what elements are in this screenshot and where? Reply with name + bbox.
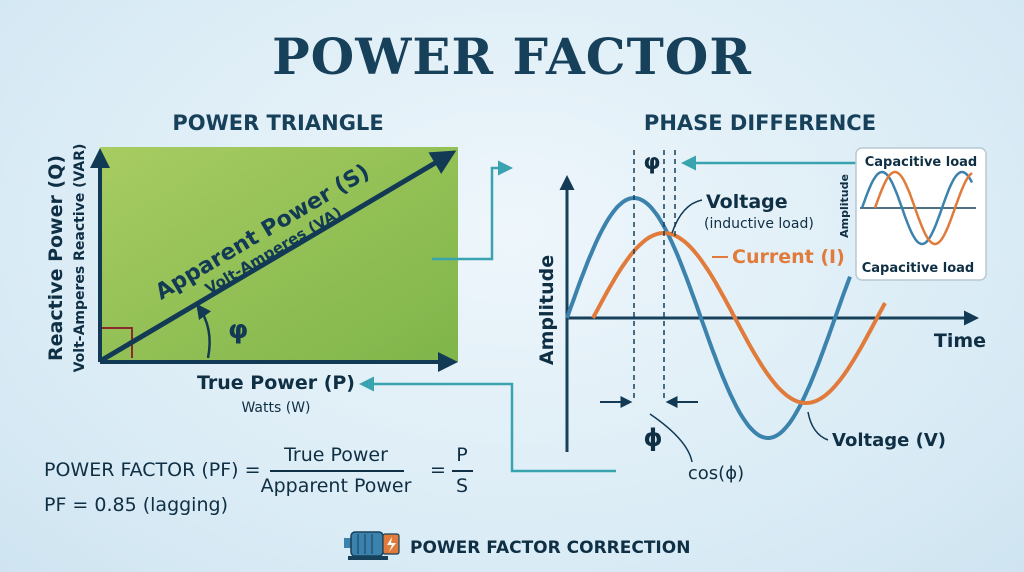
formula-s: S <box>456 475 468 497</box>
reactive-power-unit: Volt-Amperes Reactive (VAR) <box>72 144 88 373</box>
true-power-label: True Power (P) <box>197 372 355 394</box>
phase-x-axis-label: Time <box>934 330 986 352</box>
formula-numerator: True Power <box>283 444 388 466</box>
connector-triangle-to-phase <box>432 160 513 261</box>
formula-lhs: POWER FACTOR (PF) = <box>44 459 261 481</box>
capacitive-inset: Capacitive load Amplitude Capacitive loa… <box>838 147 987 281</box>
formula-equals: = <box>430 459 446 481</box>
cos-leader-line <box>649 413 693 463</box>
voltage-wave <box>565 195 852 440</box>
phi-top-label: φ <box>643 150 660 175</box>
power-triangle-heading: POWER TRIANGLE <box>172 111 383 135</box>
footer-label: POWER FACTOR CORRECTION <box>410 538 690 558</box>
angle-phi: φ <box>228 315 248 345</box>
power-triangle: φ Apparent Power (S) Volt-Amperes (VA) R… <box>45 144 458 416</box>
formula-result: PF = 0.85 (lagging) <box>44 494 228 516</box>
inset-current-wave <box>873 170 973 246</box>
current-label: Current (I) <box>732 246 845 268</box>
right-angle-marker <box>102 327 133 358</box>
voltage-note: (inductive load) <box>704 216 814 232</box>
true-power-unit: Watts (W) <box>241 400 310 416</box>
formula-p: P <box>456 444 467 466</box>
voltage-v-label: Voltage (V) <box>832 430 946 451</box>
power-factor-correction: POWER FACTOR CORRECTION <box>344 531 690 560</box>
reactive-power-label: Reactive Power (Q) <box>45 155 67 361</box>
voltage-leader-line <box>671 199 703 234</box>
current-wave <box>591 230 887 406</box>
inset-caption: Capacitive load <box>862 261 975 276</box>
angle-arc <box>196 303 212 359</box>
inset-y-axis-label: Amplitude <box>838 174 851 238</box>
formula-denominator: Apparent Power <box>261 475 412 497</box>
inset-voltage-wave <box>860 170 974 246</box>
apparent-power-arrow <box>100 150 457 363</box>
voltage-label: Voltage <box>706 191 788 213</box>
phase-y-axis-label: Amplitude <box>536 255 558 365</box>
phase-difference-heading: PHASE DIFFERENCE <box>644 111 876 135</box>
voltage-v-leader-line <box>807 411 829 441</box>
connector-phase-to-true-power <box>359 376 616 473</box>
page-title: POWER FACTOR <box>272 27 752 86</box>
inset-title: Capacitive load <box>865 155 978 170</box>
phi-bottom-label: ϕ <box>643 424 662 452</box>
cos-label: cos(ϕ) <box>688 463 744 484</box>
power-factor-formula: POWER FACTOR (PF) = True Power Apparent … <box>44 444 473 516</box>
phase-chart: Amplitude Time φ ϕ cos(ϕ) Voltage (induc… <box>536 150 986 484</box>
motor-icon <box>344 531 400 560</box>
